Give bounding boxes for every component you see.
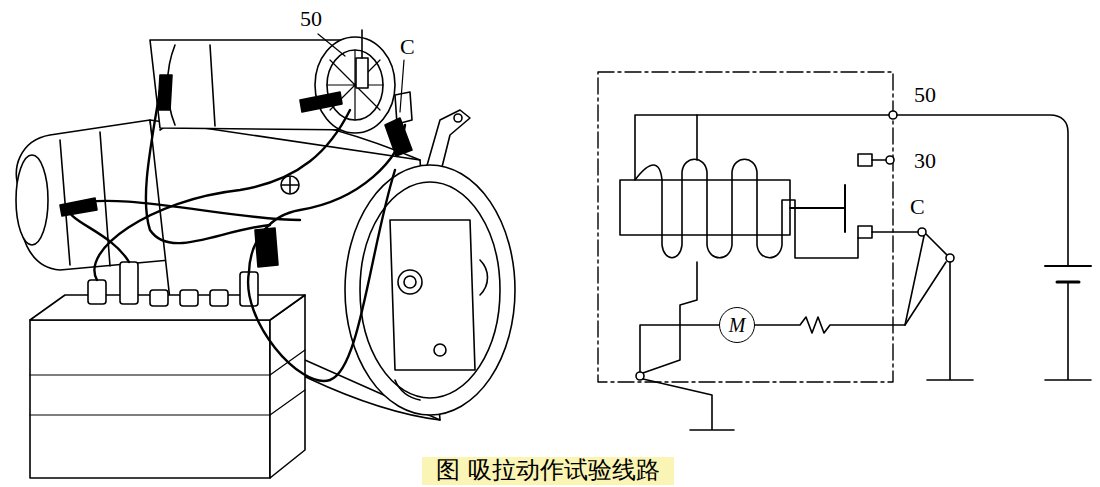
terminal-label: 50 [298,8,324,30]
terminal-label: 30 [912,150,938,172]
motor-label: M [729,315,746,335]
terminal-label: 50 [912,84,938,106]
terminal-label: C [398,36,417,58]
terminal-label: C [908,196,927,218]
figure-caption: 图 吸拉动作试验线路 [422,457,674,485]
motor-symbol: M [719,307,755,343]
